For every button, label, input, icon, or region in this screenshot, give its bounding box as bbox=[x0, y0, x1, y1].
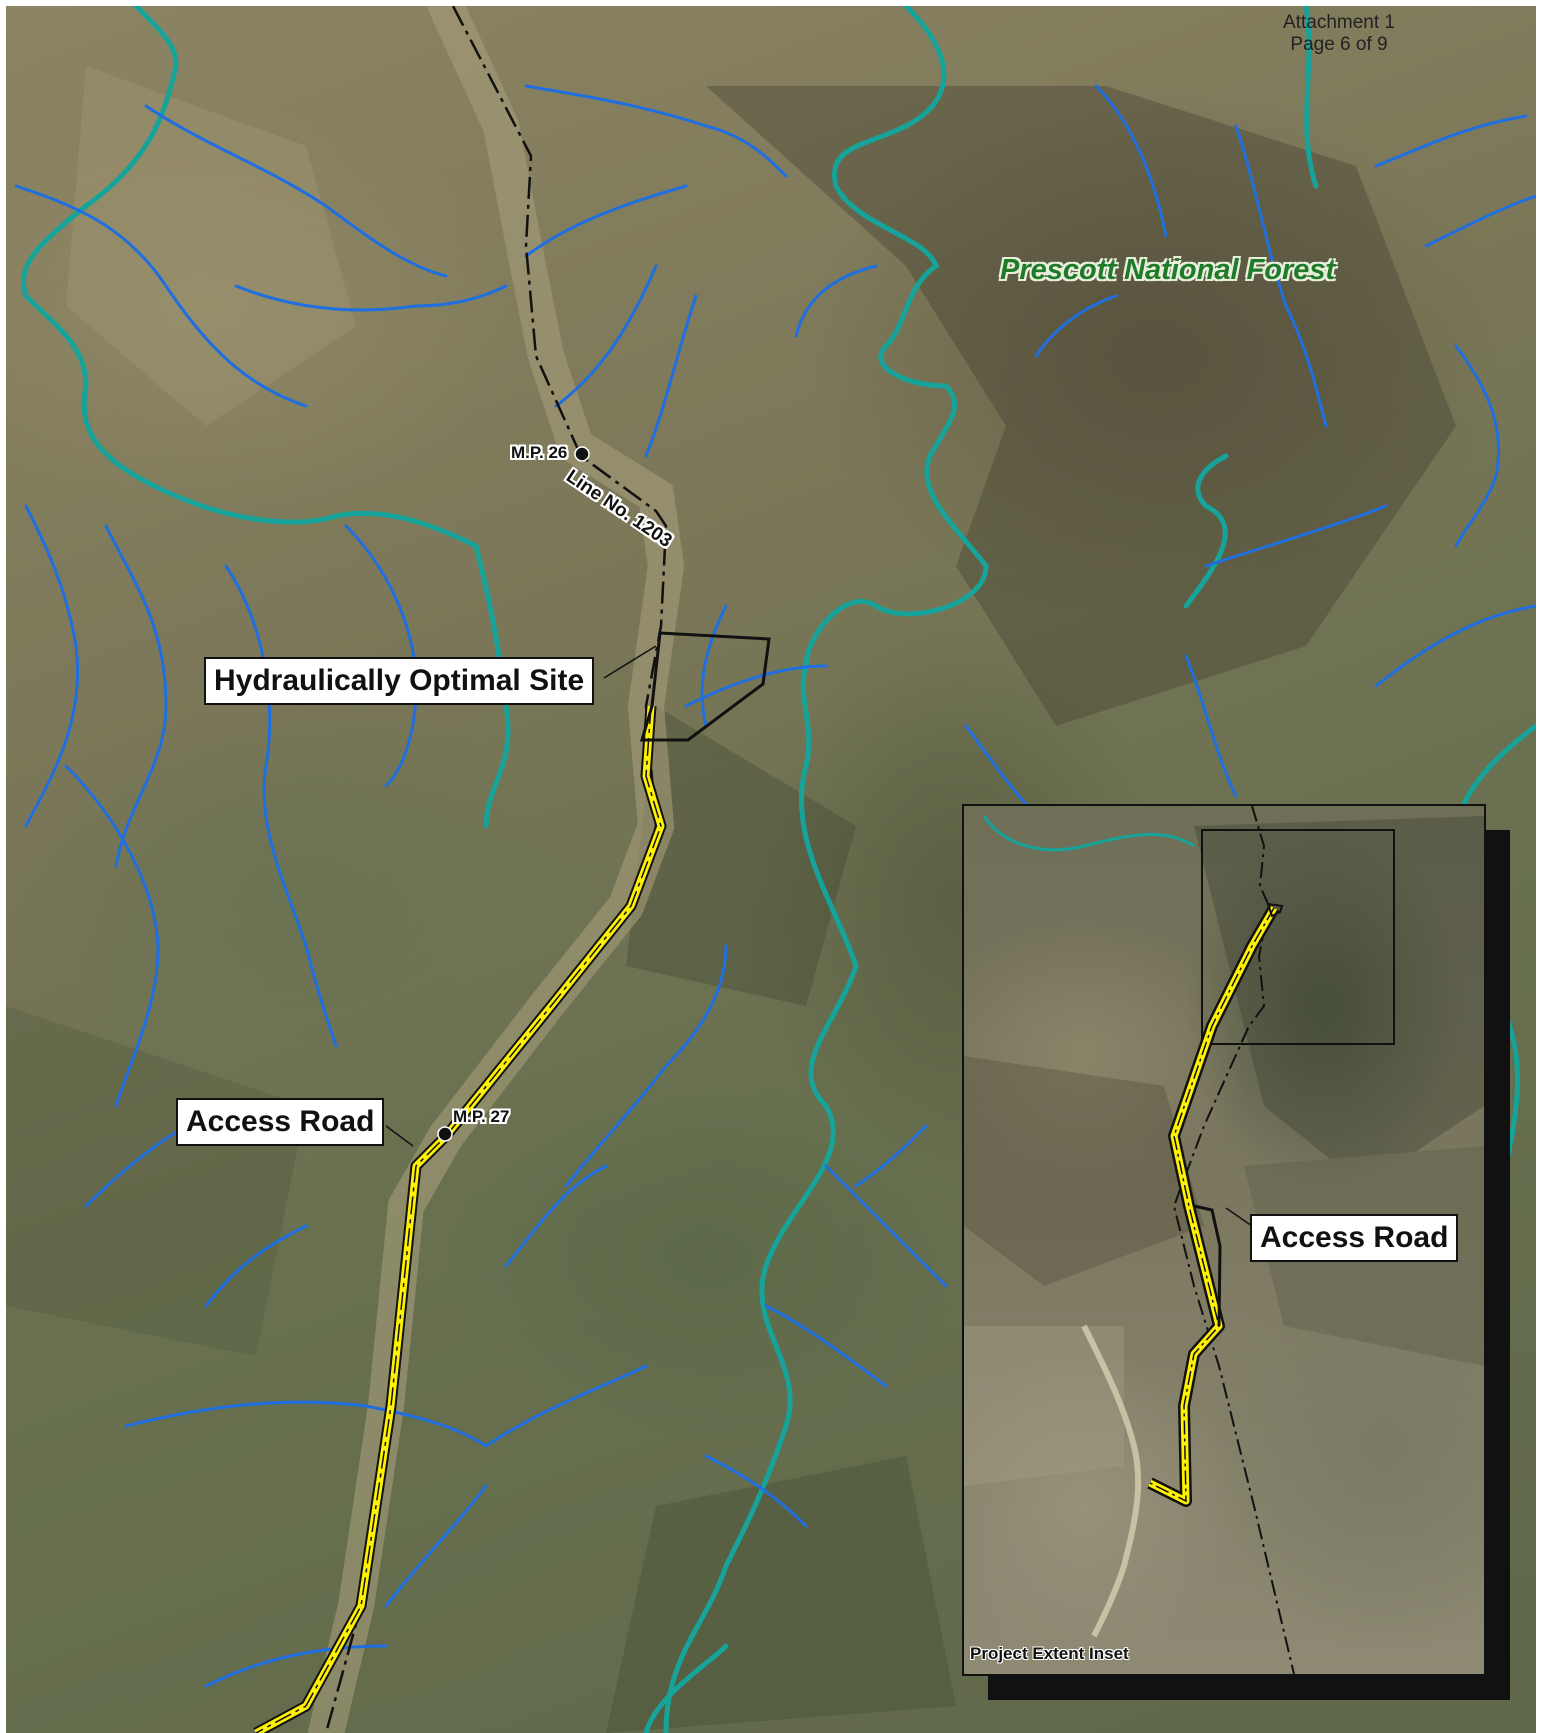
minor-streams bbox=[14, 84, 1536, 1688]
page-number: Page 6 of 9 bbox=[1290, 34, 1388, 55]
inset-access-road bbox=[1147, 904, 1280, 1507]
inset-pipeline bbox=[1172, 806, 1295, 1674]
hydraulic-callout-leader bbox=[603, 645, 657, 679]
attachment-label: Attachment 1 bbox=[1283, 12, 1395, 33]
attachment-header: Attachment 1 Page 6 of 9 bbox=[1264, 12, 1414, 56]
inset-access-road-callout: Access Road bbox=[1250, 1214, 1459, 1262]
forest-label: Prescott National Forest bbox=[1000, 254, 1336, 286]
inset-river bbox=[982, 815, 1195, 852]
mp27-label: M.P. 27 bbox=[453, 1107, 510, 1126]
inset-wash bbox=[1081, 1324, 1142, 1638]
hydraulic-site-polygon[interactable] bbox=[639, 631, 771, 742]
mp26-marker[interactable] bbox=[574, 446, 590, 462]
inset-terrain bbox=[964, 816, 1484, 1486]
hydraulic-site-callout: Hydraulically Optimal Site bbox=[204, 657, 595, 705]
mp26-label: M.P. 26 bbox=[511, 443, 568, 462]
inset-title: Project Extent Inset bbox=[970, 1644, 1129, 1663]
access-road-callout: Access Road bbox=[176, 1098, 385, 1146]
inset-hydraulic-site bbox=[1266, 902, 1284, 918]
access-road-main bbox=[253, 705, 667, 1733]
access-callout-leader bbox=[385, 1125, 414, 1147]
inset-canvas bbox=[964, 806, 1484, 1674]
project-extent-inset[interactable]: Project Extent Inset bbox=[962, 804, 1486, 1676]
inset-extent-box[interactable] bbox=[1201, 829, 1395, 1045]
map-canvas bbox=[6, 6, 1536, 1733]
map-frame[interactable]: Attachment 1 Page 6 of 9 Prescott Nation… bbox=[6, 6, 1536, 1733]
inset-callout-leader bbox=[1225, 1207, 1253, 1227]
mp27-marker[interactable] bbox=[437, 1126, 453, 1142]
